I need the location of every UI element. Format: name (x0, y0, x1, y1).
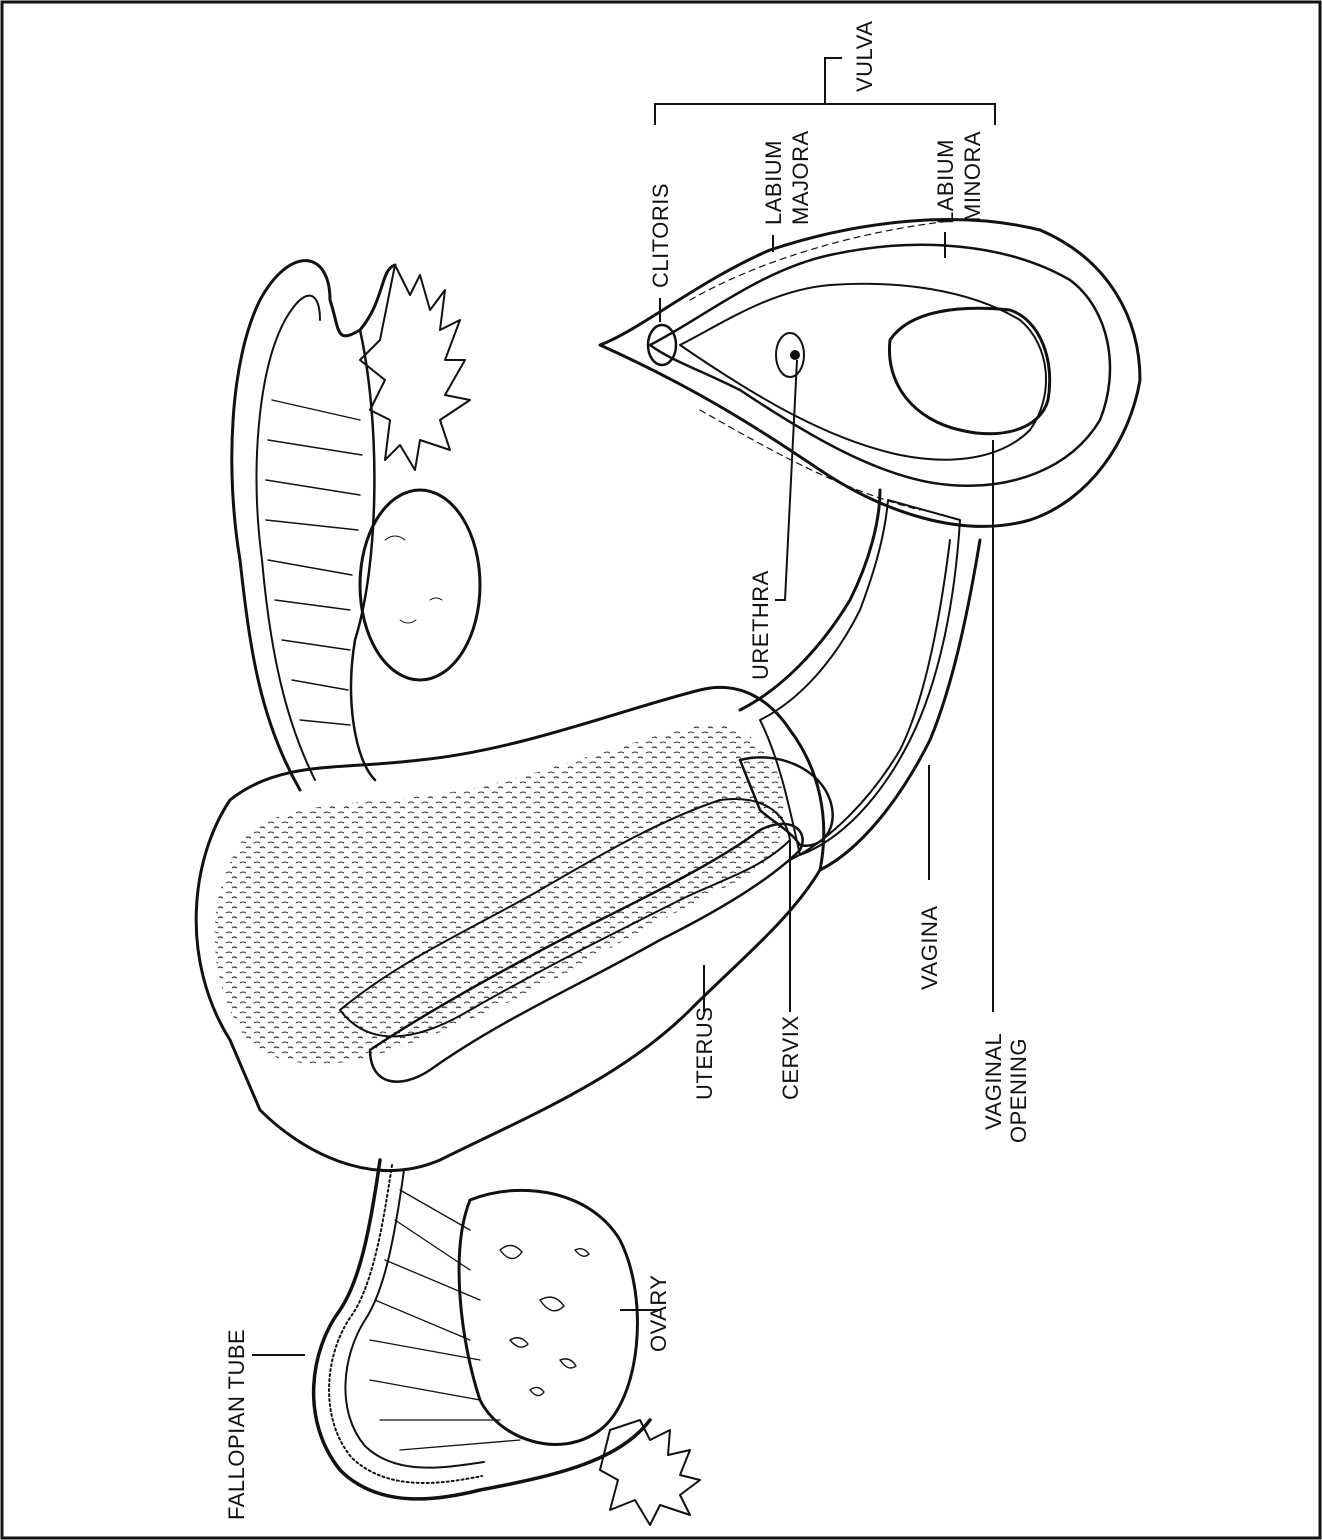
label-cervix: CERVIX (778, 1015, 803, 1100)
label-vagina: VAGINA (917, 905, 942, 990)
vulva-bracket: VULVA (655, 21, 995, 125)
label-vaginal-opening-line2: OPENING (1006, 1038, 1031, 1143)
label-group-uterus: UTERUS (692, 965, 717, 1100)
label-group-clitoris: CLITORIS (648, 183, 673, 322)
lower-fallopian-tube-drawing (314, 1160, 700, 1525)
label-clitoris: CLITORIS (648, 183, 673, 288)
label-vulva: VULVA (852, 21, 877, 92)
label-uterus: UTERUS (692, 1007, 717, 1100)
urethra-leader (775, 360, 797, 600)
label-group-fallopian-tube: FALLOPIAN TUBE (224, 1329, 305, 1520)
label-labium-majora-line1: LABIUM (761, 140, 786, 225)
label-labium-majora-line2: MAJORA (788, 130, 813, 225)
vulva-bracket-line (655, 104, 995, 125)
vulva-drawing (600, 220, 1140, 527)
label-vaginal-opening-line1: VAGINAL (981, 1033, 1006, 1130)
label-ovary: OVARY (646, 1275, 671, 1353)
label-labium-minora-line1: LABIUM (933, 139, 958, 224)
label-group-vaginal-opening: VAGINAL OPENING (981, 440, 1031, 1143)
label-group-labium-minora: LABIUM MINORA (933, 131, 985, 258)
label-group-ovary: OVARY (620, 1275, 671, 1353)
label-urethra: URETHRA (748, 570, 773, 680)
label-group-vagina: VAGINA (917, 765, 942, 990)
uterus-drawing (196, 687, 833, 1170)
label-group-cervix: CERVIX (778, 840, 803, 1100)
label-fallopian-tube: FALLOPIAN TUBE (224, 1329, 249, 1520)
label-labium-minora-line2: MINORA (960, 131, 985, 222)
upper-fallopian-tube-drawing (232, 261, 480, 790)
label-group-urethra: URETHRA (748, 360, 797, 680)
label-group-labium-majora: LABIUM MAJORA (761, 130, 813, 252)
